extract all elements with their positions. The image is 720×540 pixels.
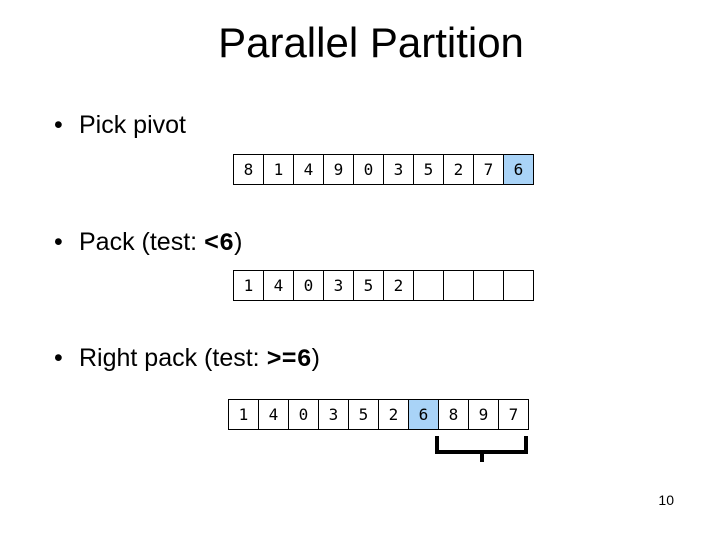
- bullet-dot: •: [54, 344, 63, 372]
- array-cell: 5: [414, 155, 444, 185]
- test-expression: >=6: [266, 345, 312, 374]
- array-cell: 2: [379, 400, 409, 430]
- array-cell: [444, 271, 474, 301]
- array-cell: 2: [444, 155, 474, 185]
- array-cell: 0: [289, 400, 319, 430]
- array-cell: 0: [294, 271, 324, 301]
- array-cell: 9: [324, 155, 354, 185]
- slide-title: Parallel Partition: [218, 19, 524, 66]
- array-cell: 4: [264, 271, 294, 301]
- array-cell: 7: [499, 400, 529, 430]
- array-cell: [474, 271, 504, 301]
- step-text: Right pack (test:: [79, 344, 267, 372]
- array-cell: 0: [354, 155, 384, 185]
- bracket-brace: [435, 436, 528, 462]
- step-text-close: ): [311, 344, 320, 372]
- test-expression: <6: [204, 229, 235, 258]
- step-text-close: ): [234, 228, 243, 256]
- bullet-dot: •: [54, 111, 63, 139]
- array-cell: 4: [294, 155, 324, 185]
- page-number: 10: [658, 492, 674, 508]
- bullet-pack: • Pack (test: <6): [54, 227, 242, 259]
- array-cell: 8: [234, 155, 264, 185]
- array-cell: 7: [474, 155, 504, 185]
- array-cell: 4: [259, 400, 289, 430]
- array-cell: 1: [264, 155, 294, 185]
- array-cell: 3: [319, 400, 349, 430]
- bullet-right-pack: • Right pack (test: >=6): [54, 343, 320, 375]
- array-cell: 5: [354, 271, 384, 301]
- array-cell: 3: [324, 271, 354, 301]
- step-text: Pack (test:: [79, 228, 205, 256]
- array-cell: 3: [384, 155, 414, 185]
- array-cell: 2: [384, 271, 414, 301]
- array-cell: 1: [229, 400, 259, 430]
- array-cell: 5: [349, 400, 379, 430]
- array-cell: 6: [504, 155, 534, 185]
- bullet-dot: •: [54, 228, 63, 256]
- step-text: Pick pivot: [79, 111, 186, 139]
- array-cell: 1: [234, 271, 264, 301]
- array-cell: [504, 271, 534, 301]
- array-cell: 8: [439, 400, 469, 430]
- array-cell: 6: [409, 400, 439, 430]
- array-cell: [414, 271, 444, 301]
- bullet-pick-pivot: • Pick pivot: [54, 110, 186, 140]
- array-cell: 9: [469, 400, 499, 430]
